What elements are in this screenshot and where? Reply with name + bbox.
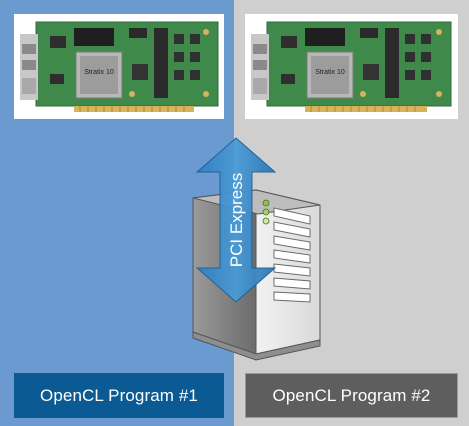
fpga-chip-label-right: Stratix 10 xyxy=(315,69,345,76)
pci-express-label: PCI Express xyxy=(227,173,246,267)
fpga-chip-label-left: Stratix 10 xyxy=(84,69,114,76)
fpga-card-right: Stratix 10 xyxy=(245,14,458,119)
pci-express-arrow xyxy=(195,137,277,303)
program-label-right: OpenCL Program #2 xyxy=(245,373,458,418)
fpga-card-left: Stratix 10 xyxy=(14,14,224,119)
program-label-left: OpenCL Program #1 xyxy=(14,373,224,418)
